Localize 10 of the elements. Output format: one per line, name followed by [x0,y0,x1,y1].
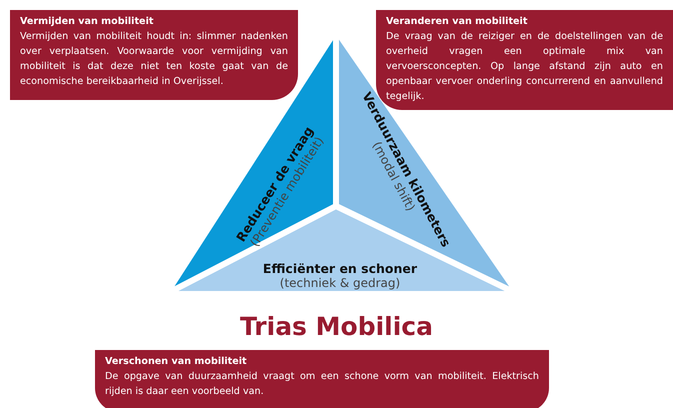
callout-box [95,350,549,408]
diagram-title: Trias Mobilica [238,312,434,341]
callout-heading: Verschonen van mobiliteit [105,355,248,369]
callout-text: Vermijden van mobiliteit houdt in: slimmer nadenken over verplaatsen. Voorwaarde voor vermijding van mobiliteit is dat deze niet ten koste gaat van de economische bereikbaarheid in Overijssel. [20,30,288,89]
segment-subtitle: (techniek & gedrag) [278,276,402,291]
callout-text: De opgave van duurzaamheid vraagt om een schone vorm van mobiliteit. Elektrisch rijden is daar een voorbeeld van. [105,370,539,399]
callout-heading: Vermijden van mobiliteit [20,15,154,29]
callout-heading: Veranderen van mobiliteit [386,15,528,29]
segment-heading: Efficiënter en schoner [262,261,418,276]
callout-box [10,10,298,100]
